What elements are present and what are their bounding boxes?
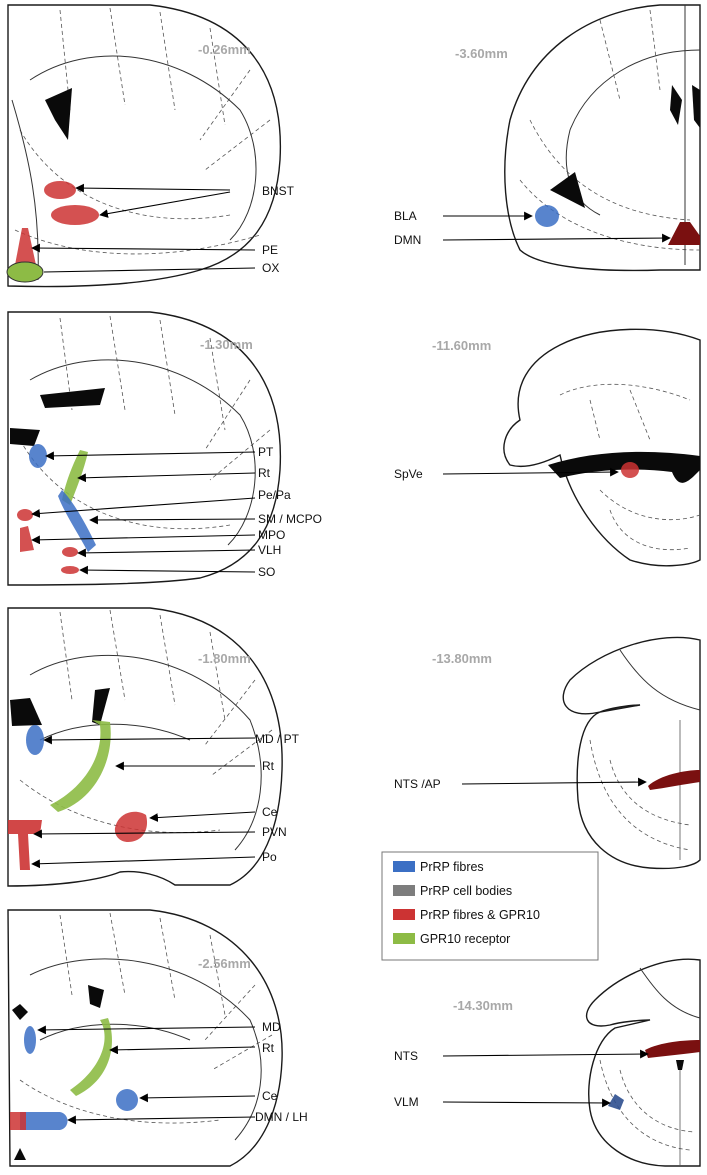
label-sm-mcpo: SM / MCPO: [258, 512, 322, 526]
region-rt-gpr10: [70, 1018, 113, 1096]
label-dmn-lh: DMN / LH: [255, 1110, 308, 1124]
label-pt: PT: [258, 445, 274, 459]
label-nts: NTS: [394, 1049, 418, 1063]
coord-label: -0.26mm: [198, 42, 251, 57]
label-pe-pa: Pe/Pa: [258, 488, 291, 502]
legend-swatch-gpr10-receptor: [393, 933, 415, 944]
region-pe-pa: [17, 509, 33, 521]
legend-label-gpr10-receptor: GPR10 receptor: [420, 932, 510, 946]
region-sm-mcpo: [58, 490, 96, 552]
label-ce: Ce: [262, 805, 278, 819]
region-so: [61, 566, 79, 574]
region-nts-ap: [648, 770, 700, 790]
label-md: MD: [262, 1020, 281, 1034]
region-dmn: [668, 222, 700, 245]
legend-swatch-prrp-cell-bodies: [393, 885, 415, 896]
legend-label-prrp-fibres: PrRP fibres: [420, 860, 484, 874]
label-pe: PE: [262, 243, 278, 257]
label-so: SO: [258, 565, 275, 579]
region-dmn-lh: [20, 1112, 68, 1130]
label-ox: OX: [262, 261, 279, 275]
region-md-pt: [26, 725, 44, 755]
label-pvn: PVN: [262, 825, 287, 839]
label-rt: Rt: [262, 1041, 275, 1055]
coord-label: -11.60mm: [432, 338, 491, 353]
region-vlm: [608, 1094, 624, 1110]
label-po: Po: [262, 850, 277, 864]
coord-label: -1.80mm: [198, 651, 251, 666]
section-minus-0-26: -0.26mm BNST PE OX: [6, 4, 295, 288]
section-minus-13-80: -13.80mm NTS /AP: [394, 636, 701, 870]
label-vlh: VLH: [258, 543, 281, 557]
label-mpo: MPO: [258, 528, 285, 542]
coord-label: -2.56mm: [198, 956, 251, 971]
label-rt: Rt: [258, 466, 271, 480]
label-nts-ap: NTS /AP: [394, 777, 441, 791]
section-minus-1-80: -1.80mm MD / PT Rt Ce PVN Po: [7, 607, 300, 887]
region-ce: [114, 811, 148, 842]
label-md-pt: MD / PT: [255, 732, 300, 746]
region-mpo: [20, 526, 34, 552]
section-minus-1-30: -1.30mm PT Rt Pe/Pa SM / MCPO MPO VLH SO: [7, 311, 322, 586]
region-md: [24, 1026, 36, 1054]
region-rt-gpr10: [62, 450, 88, 505]
label-bnst: BNST: [262, 184, 295, 198]
region-ox: [6, 261, 44, 283]
coord-label: -14.30mm: [453, 998, 513, 1013]
region-bla: [535, 205, 559, 227]
legend-swatch-prrp-fibres: [393, 861, 415, 872]
label-dmn: DMN: [394, 233, 421, 247]
label-vlm: VLM: [394, 1095, 419, 1109]
region-pt: [29, 444, 47, 468]
coord-label: -3.60mm: [455, 46, 508, 61]
label-rt: Rt: [262, 759, 275, 773]
label-bla: BLA: [394, 209, 417, 223]
region-dmn-lh-red: [10, 1112, 26, 1130]
legend-label-prrp-cell-bodies: PrRP cell bodies: [420, 884, 512, 898]
region-ce: [116, 1089, 138, 1111]
region-bnst-2: [51, 205, 99, 225]
section-minus-3-60: -3.60mm BLA DMN: [394, 4, 701, 272]
section-minus-2-56: -2.56mm MD Rt Ce DMN / LH: [7, 909, 308, 1167]
region-rt-gpr10: [50, 720, 111, 812]
section-minus-11-60: -11.60mm SpVe: [394, 328, 701, 567]
region-vlh: [62, 547, 78, 557]
region-bnst-1: [44, 181, 76, 199]
section-minus-14-30: -14.30mm NTS VLM: [394, 958, 701, 1167]
legend: PrRP fibres PrRP cell bodies PrRP fibres…: [381, 851, 599, 961]
legend-swatch-prrp-fibres-gpr10: [393, 909, 415, 920]
label-spve: SpVe: [394, 467, 423, 481]
coord-label: -1.30mm: [200, 337, 253, 352]
region-pe: [15, 228, 36, 265]
label-ce: Ce: [262, 1089, 278, 1103]
coord-label: -13.80mm: [432, 651, 492, 666]
region-nts: [645, 1040, 700, 1058]
legend-label-prrp-fibres-gpr10: PrRP fibres & GPR10: [420, 908, 540, 922]
region-spve: [621, 462, 639, 478]
